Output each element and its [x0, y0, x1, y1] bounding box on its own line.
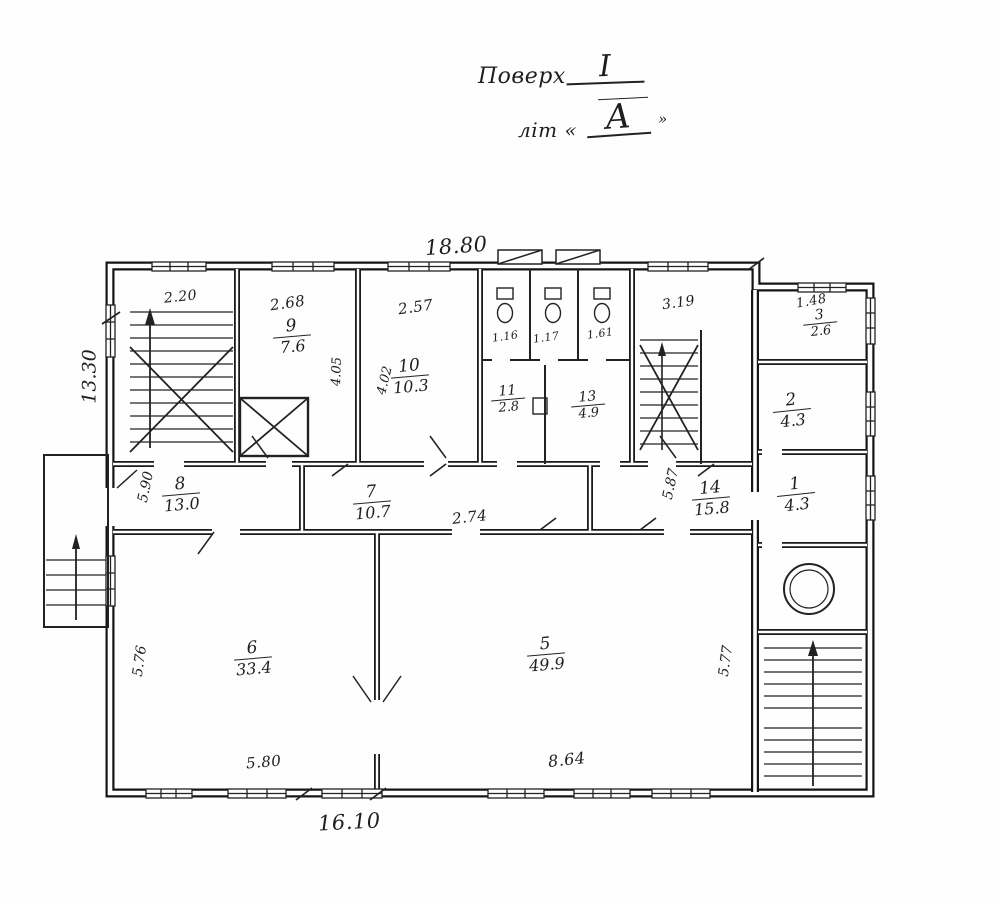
floor-caption-label: Поверх — [478, 64, 566, 89]
dim-wc-1: 1.16 — [491, 328, 520, 345]
window-symbol — [145, 788, 193, 799]
room-label-10: 10 10.3 — [379, 355, 442, 397]
room-label-14: 14 15.8 — [680, 477, 743, 519]
window-symbol — [105, 304, 116, 358]
toilet-fixtures — [496, 287, 611, 415]
window-symbol — [151, 261, 207, 272]
dim-room10-left: 4.05 — [328, 356, 346, 387]
dimension-ticks — [101, 257, 765, 801]
window-symbol — [487, 788, 545, 799]
entrance-porch — [43, 454, 109, 628]
room-number: 13 — [569, 388, 606, 408]
window-symbol — [797, 282, 847, 293]
room-label-6: 6 33.4 — [222, 637, 285, 679]
vent-stacks — [497, 249, 601, 265]
room-label-9: 9 7.6 — [261, 315, 324, 357]
staircase-left — [129, 308, 234, 453]
window-symbol — [865, 391, 876, 437]
room-number: 9 — [271, 316, 311, 339]
door-openings — [104, 355, 782, 754]
window-symbol — [387, 261, 451, 272]
windows — [105, 261, 876, 799]
dim-wc-2: 1.17 — [532, 329, 561, 346]
fixture-box — [532, 397, 548, 415]
staircase-wing — [764, 640, 862, 786]
room-number: 11 — [489, 382, 526, 402]
outer-walls — [105, 261, 875, 798]
liter-value: А — [584, 96, 652, 139]
liter-close-quote: » — [658, 110, 668, 128]
room-label-7: 7 10.7 — [341, 481, 404, 523]
liter-caption-label: літ « — [518, 118, 578, 142]
well-symbol — [783, 563, 835, 615]
window-symbol — [227, 788, 287, 799]
window-symbol — [865, 475, 876, 521]
window-symbol — [573, 788, 631, 799]
dim-top: 18.80 — [424, 231, 489, 261]
window-symbol — [651, 788, 711, 799]
shaft-box — [238, 396, 310, 458]
dim-corridor-mid: 2.74 — [451, 506, 489, 528]
window-symbol — [271, 261, 335, 272]
dim-bottom: 16.10 — [317, 808, 382, 836]
room-label-3: 3 2.6 — [788, 303, 851, 341]
room-label-1: 1 4.3 — [764, 473, 828, 516]
window-symbol — [865, 297, 876, 345]
room-label-11: 11 2.8 — [477, 379, 540, 416]
dim-top-left: 2.20 — [163, 287, 198, 307]
room-label-2: 2 4.3 — [760, 389, 824, 432]
dim-bottom-left: 5.80 — [245, 751, 283, 773]
dim-wc-3: 1.61 — [586, 325, 615, 342]
door-leaves — [116, 435, 677, 703]
window-symbol — [647, 261, 709, 272]
room-label-8: 8 13.0 — [150, 473, 213, 515]
room-label-13: 13 4.9 — [557, 385, 620, 422]
staircase-right — [639, 339, 699, 451]
room-label-5: 5 49.9 — [515, 633, 578, 675]
dim-bottom-right: 8.64 — [547, 748, 587, 771]
floor-number-value: I — [565, 49, 645, 86]
dim-left: 13.30 — [78, 349, 101, 404]
window-symbol — [321, 788, 383, 799]
